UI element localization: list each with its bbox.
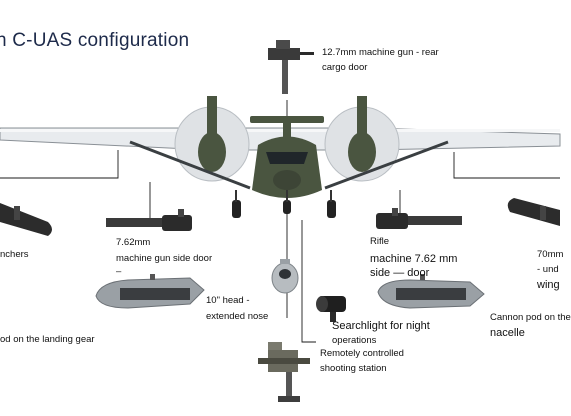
tail-fin <box>283 120 291 146</box>
right-minigun-icon <box>376 208 462 229</box>
wing-struts <box>129 140 449 190</box>
cannon-pod-icon <box>377 274 485 309</box>
label-mg-rear-line2: cargo door <box>322 62 368 73</box>
label-searchlight-line2: operations <box>332 335 377 346</box>
left-minigun-icon <box>106 209 192 231</box>
label-mg762-right-line2: side — door <box>370 267 430 279</box>
label-head-line1: 10" head - <box>206 295 250 306</box>
label-cannon-pod-line2: nacelle <box>490 327 525 339</box>
label-mg762-left-line2: machine gun side door <box>116 253 213 264</box>
landing-gear-pod-icon <box>95 274 205 309</box>
wing-center <box>0 129 560 132</box>
callout-lines <box>0 100 560 343</box>
label-mg762-left-line3: – <box>116 266 122 277</box>
label-right-wing-line1: 70mm <box>537 249 564 260</box>
rear-machine-gun-icon <box>268 40 314 94</box>
label-right-wing-line3: wing <box>537 279 560 291</box>
label-right-wing-line2: - und <box>537 264 559 275</box>
left-nacelle <box>207 96 217 136</box>
label-mg-rear-line1: 12.7mm machine gun - rear <box>322 47 439 58</box>
left-engine <box>198 132 226 172</box>
right-launcher-icon <box>507 198 560 226</box>
label-station-line1: Remotely controlled <box>320 348 404 359</box>
right-nacelle <box>357 96 367 136</box>
tailplane <box>250 116 324 123</box>
landing-gear <box>232 200 336 218</box>
label-cannon-pod-line1: Cannon pod on the <box>490 312 571 323</box>
label-mg762-left-line1: 7.62mm <box>116 237 151 248</box>
label-station-line2: shooting station <box>320 363 387 374</box>
sensor-turret-icon <box>271 259 299 294</box>
searchlight-icon <box>316 296 346 322</box>
label-rifle: Rifle <box>370 236 390 247</box>
fuselage <box>252 136 322 198</box>
label-landing-gear-pod: od on the landing gear <box>0 334 95 345</box>
label-searchlight-line1: Searchlight for night <box>332 320 430 332</box>
cockpit <box>266 152 308 164</box>
label-mg762-right-line1: machine 7.62 mm <box>370 253 458 265</box>
label-launchers: nchers <box>0 249 29 260</box>
right-engine <box>348 132 376 172</box>
nose <box>273 170 301 190</box>
left-launcher-icon <box>0 203 52 236</box>
page-title: n C-UAS configuration <box>0 30 190 51</box>
label-head-line2: extended nose <box>206 311 269 322</box>
shooting-station-icon <box>258 342 310 402</box>
